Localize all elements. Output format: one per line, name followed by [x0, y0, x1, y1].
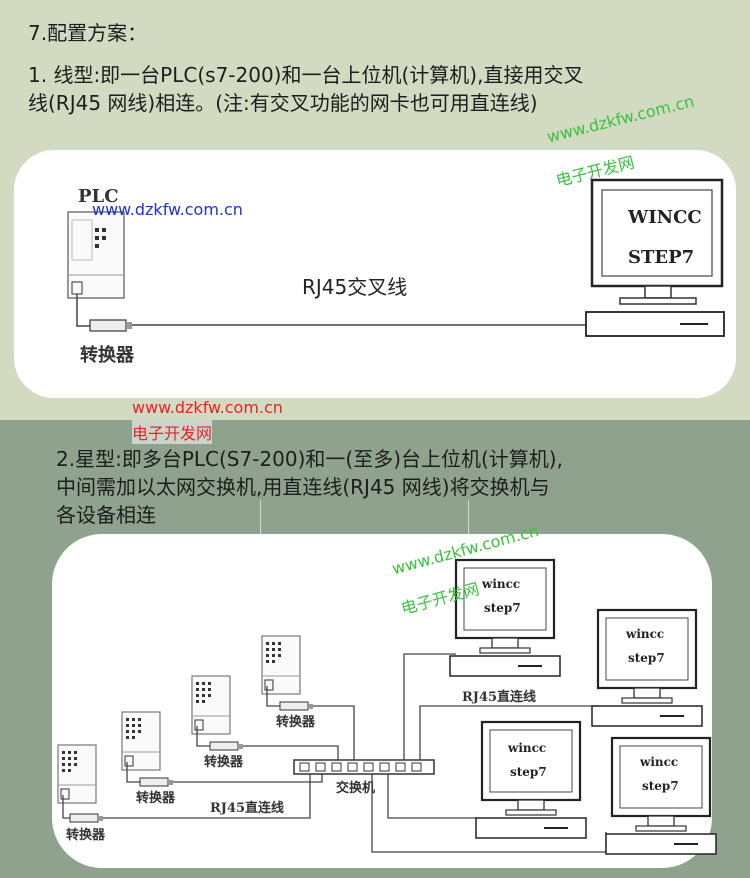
computer-icon: [474, 720, 588, 840]
plc-unit-icon: [261, 635, 301, 695]
screen-text-wincc: wincc: [481, 577, 520, 591]
screen-text-step7: step7: [642, 779, 679, 793]
connector-line: [468, 500, 469, 534]
connector-line: [260, 500, 261, 534]
screen-text-step7: STEP7: [628, 247, 694, 268]
watermark-cn: 电子开发网: [132, 420, 213, 444]
converter-icon: [209, 741, 244, 751]
line-type-description-2: 线(RJ45 网线)相连。(注:有交叉功能的网卡也可用直连线): [28, 91, 538, 115]
plc-unit-icon: [121, 711, 161, 771]
star-topology-diagram-panel: [52, 534, 712, 868]
converter-icon: [89, 319, 132, 332]
ethernet-switch-icon: [293, 759, 435, 775]
straight-cable-label: RJ45直连线: [462, 689, 536, 705]
watermark-url: www.dzkfw.com.cn: [132, 398, 283, 417]
line-topology-diagram: PLC 转换器 RJ45交叉线 WINCC STEP7: [67, 178, 725, 366]
plc-unit-icon: [191, 675, 231, 735]
screen-text-step7: step7: [510, 765, 547, 779]
plc-unit-icon: [57, 744, 97, 804]
watermark-url: www.dzkfw.com.cn: [92, 200, 243, 219]
converter-label: 转换器: [66, 827, 106, 843]
plc-unit-icon: [67, 211, 125, 299]
switch-label: 交换机: [336, 780, 375, 796]
converter-icon: [139, 777, 174, 787]
screen-text-step7: step7: [628, 651, 665, 665]
computer-icon: [585, 178, 725, 337]
crossover-cable-label: RJ45交叉线: [302, 275, 407, 299]
line-type-description-1: 1. 线型:即一台PLC(s7-200)和一台上位机(计算机),直接用交叉: [28, 63, 584, 87]
converter-label: 转换器: [204, 754, 244, 770]
star-type-description-1: 2.星型:即多台PLC(S7-200)和一(至多)台上位机(计算机),: [56, 447, 563, 471]
screen-text-step7: step7: [484, 601, 521, 615]
screen-text-wincc: WINCC: [627, 207, 702, 228]
straight-cable-label: RJ45直连线: [210, 800, 284, 816]
screen-text-wincc: wincc: [625, 627, 664, 641]
converter-label: 转换器: [136, 790, 176, 806]
converter-label: 转换器: [80, 344, 135, 366]
section-title: 7.配置方案：: [28, 21, 148, 45]
star-type-description-3: 各设备相连: [56, 503, 156, 527]
screen-text-wincc: wincc: [639, 755, 678, 769]
converter-icon: [69, 813, 104, 823]
screen-text-wincc: wincc: [507, 741, 546, 755]
star-type-description-2: 中间需加以太网交换机,用直连线(RJ45 网线)将交换机与: [56, 475, 550, 499]
converter-label: 转换器: [276, 714, 316, 730]
converter-icon: [279, 701, 314, 711]
plc-label: PLC: [78, 186, 119, 207]
